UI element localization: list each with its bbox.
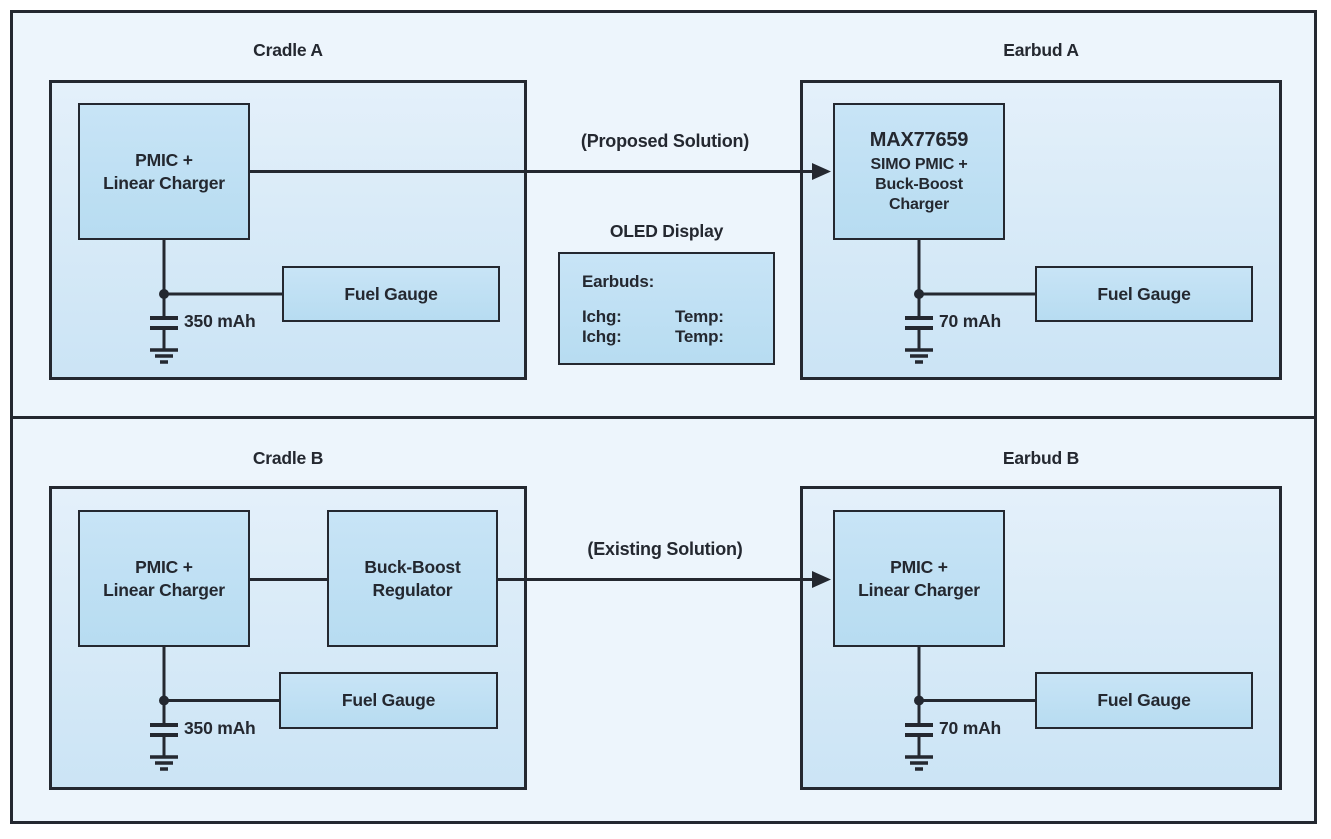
- earbud-b-fuel-gauge-block: Fuel Gauge: [1035, 672, 1253, 729]
- oled-row1-ichg: Ichg:: [582, 307, 622, 326]
- earbud-a-title: Earbud A: [1003, 40, 1079, 60]
- oled-heading: Earbuds:: [582, 272, 655, 291]
- earbud-b-pmic-block: PMIC + Linear Charger: [833, 510, 1005, 647]
- cradle-a-pmic-block: PMIC + Linear Charger: [78, 103, 250, 240]
- section-divider: [10, 416, 1317, 419]
- oled-row2-temp: Temp:: [675, 327, 724, 346]
- proposed-solution-note: (Proposed Solution): [580, 131, 750, 151]
- cradle-b-fuel-gauge-block: Fuel Gauge: [279, 672, 498, 729]
- cradle-b-battery-label: 350 mAh: [184, 718, 256, 738]
- cradle-b-buck-boost-regulator-block: Buck-Boost Regulator: [327, 510, 498, 647]
- oled-display-title: OLED Display: [609, 221, 724, 241]
- earbud-b-title: Earbud B: [1002, 448, 1080, 468]
- cradle-a-title: Cradle A: [253, 40, 323, 60]
- earbud-a-fuel-gauge-block: Fuel Gauge: [1035, 266, 1253, 322]
- cradle-a-battery-label: 350 mAh: [184, 311, 256, 331]
- earbud-a-chip-name: MAX77659: [869, 128, 969, 151]
- earbud-a-chip-desc: SIMO PMIC + Buck-Boost Charger: [870, 155, 968, 214]
- cradle-a-fuel-gauge-block: Fuel Gauge: [282, 266, 500, 322]
- earbud-b-battery-label: 70 mAh: [939, 718, 1002, 738]
- earbud-a-battery-label: 70 mAh: [939, 311, 1002, 331]
- cradle-b-title: Cradle B: [252, 448, 324, 468]
- oled-row2-ichg: Ichg:: [582, 327, 622, 346]
- earbud-a-simo-pmic-block: MAX77659 SIMO PMIC + Buck-Boost Charger: [833, 103, 1005, 240]
- oled-display-box: [558, 252, 775, 365]
- oled-row1-temp: Temp:: [675, 307, 724, 326]
- existing-solution-note: (Existing Solution): [587, 539, 743, 559]
- cradle-b-pmic-block: PMIC + Linear Charger: [78, 510, 250, 647]
